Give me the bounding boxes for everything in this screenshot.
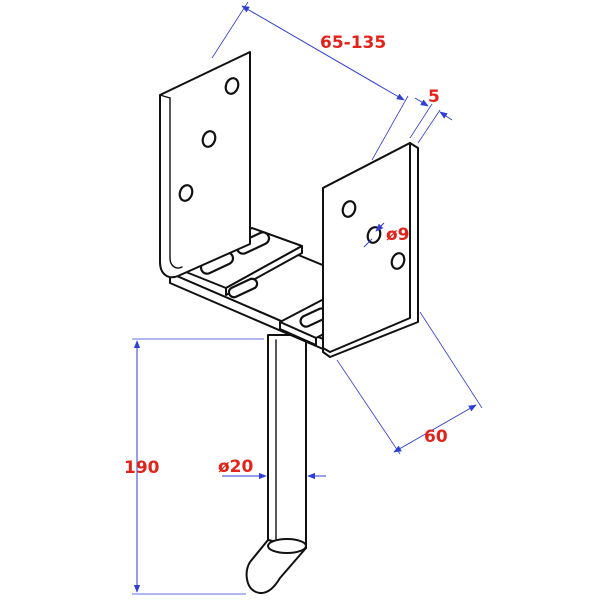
bolt-hole (341, 200, 357, 218)
hole-diameter-label: ø9 (386, 225, 410, 245)
dimension-height: 190 (124, 338, 264, 595)
bolt-hole (201, 130, 217, 148)
slot-hole (227, 277, 259, 299)
depth-label: 60 (424, 427, 448, 447)
dimension-depth: 60 (336, 311, 483, 455)
bolt-hole (224, 77, 240, 95)
rod-diameter-label: ø20 (218, 457, 254, 477)
thickness-label: 5 (428, 87, 440, 107)
dimension-rod: ø20 (218, 457, 326, 480)
bolt-hole (390, 252, 406, 270)
left-flange (159, 51, 251, 279)
bolt-hole (178, 184, 194, 202)
height-label: 190 (124, 458, 160, 478)
dimension-hole: ø9 (363, 222, 410, 248)
right-flange (322, 142, 419, 358)
dimension-width: 65-135 (211, 1, 409, 161)
width-range-label: 65-135 (320, 33, 386, 53)
dimension-thickness: 5 (409, 87, 453, 144)
rod (245, 334, 307, 594)
